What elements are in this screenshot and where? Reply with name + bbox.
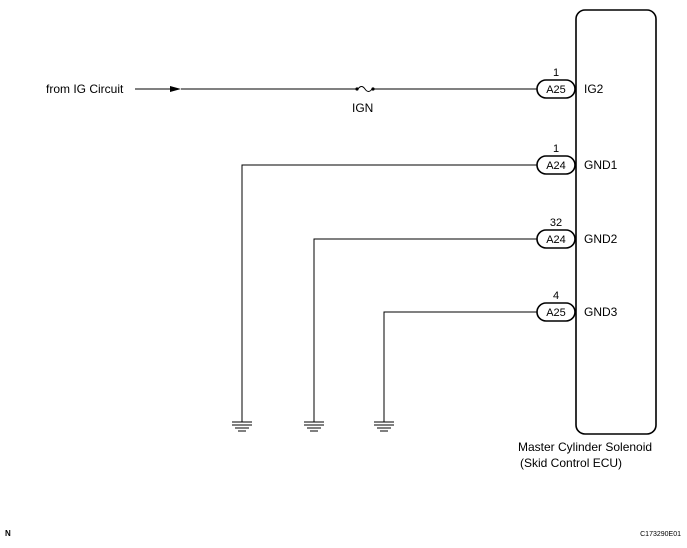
figure-code: C173290E01 [640,531,681,538]
pin-number: 32 [550,217,562,229]
gnd2-wire [313,238,537,422]
ground-icon [374,421,394,432]
connector-label: A25 [546,307,566,319]
ground-icon [232,421,252,432]
connector-label: A24 [546,234,566,246]
gnd3-wire [383,311,537,422]
signal-label: IG2 [584,82,604,96]
terminal-ig2: 1 A25 IG2 [536,67,604,99]
pin-number: 1 [553,143,559,155]
footer-letter: N [5,529,11,538]
ground-icon [304,421,324,432]
terminal-gnd2: 32 A24 GND2 [304,217,618,432]
fuse-icon [355,86,375,92]
pin-number: 4 [553,290,559,302]
source-label: from IG Circuit [46,82,124,96]
ecu-name-line2: (Skid Control ECU) [520,456,622,470]
fuse-label: IGN [352,101,373,115]
gnd1-wire [241,164,537,422]
ecu-body [575,9,657,435]
source-arrow [135,86,181,92]
signal-label: GND2 [584,232,618,246]
pin-number: 1 [553,67,559,79]
signal-label: GND1 [584,158,618,172]
ecu-name-line1: Master Cylinder Solenoid [518,440,652,454]
signal-label: GND3 [584,305,618,319]
connector-box [536,79,576,99]
connector-label: A25 [546,84,566,96]
terminal-gnd1: 1 A24 GND1 [232,143,618,432]
connector-label: A24 [546,160,566,172]
terminal-gnd3: 4 A25 GND3 [374,290,618,432]
